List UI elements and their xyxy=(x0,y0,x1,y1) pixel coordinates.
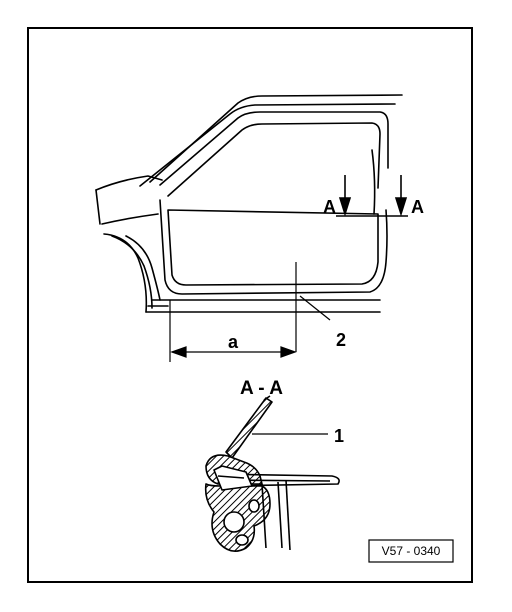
callout-2-leader xyxy=(295,262,331,352)
frame-border xyxy=(27,27,473,583)
section-label-left: A xyxy=(323,197,336,217)
dimension-a xyxy=(169,300,297,362)
section-view-title: A - A xyxy=(240,378,283,399)
reference-code: V57 - 0340 xyxy=(382,544,441,558)
seal-section-view xyxy=(204,395,340,552)
callout-1-label: 1 xyxy=(334,426,344,446)
callout-2-label: 2 xyxy=(336,330,346,350)
section-marker-arrows xyxy=(336,175,408,217)
dimension-a-label: a xyxy=(228,332,239,352)
reference-code-box xyxy=(368,539,454,563)
car-body-outline xyxy=(95,94,403,313)
section-label-right: A xyxy=(411,197,424,217)
